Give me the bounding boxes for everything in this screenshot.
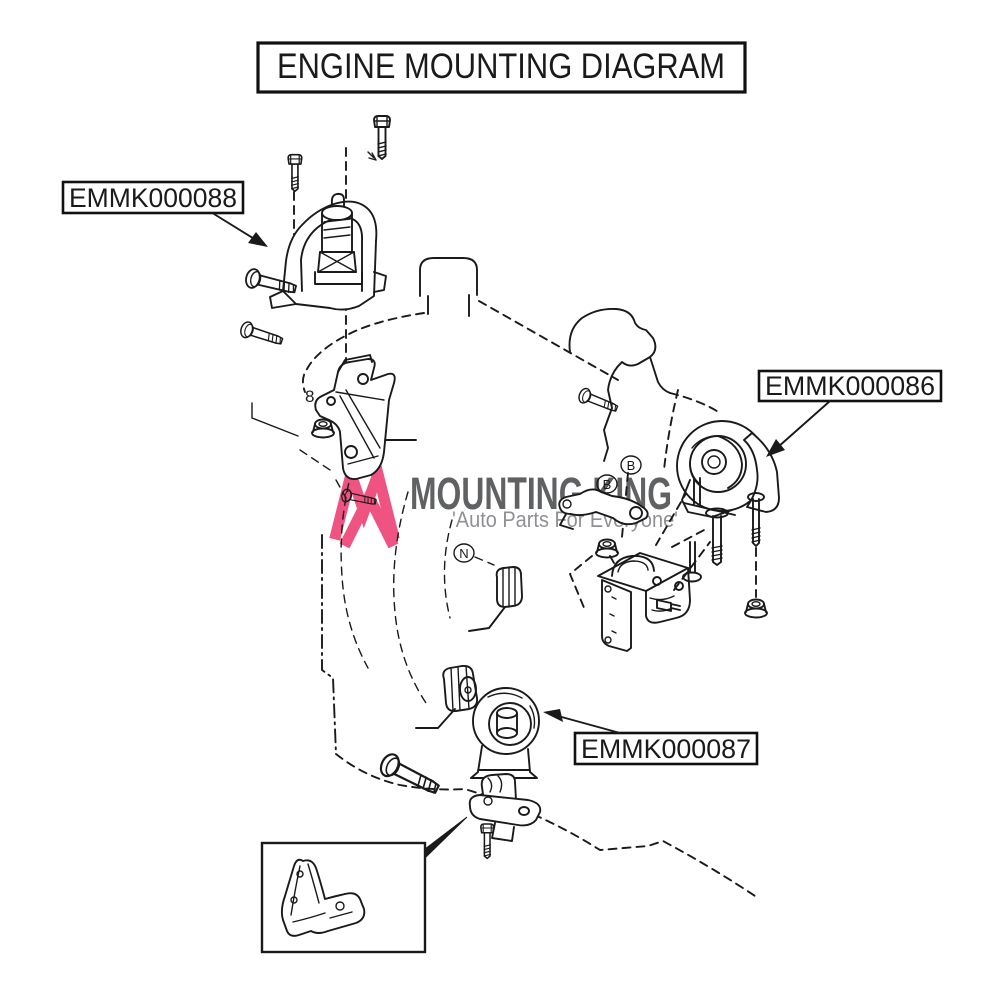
mount-lower bbox=[376, 664, 540, 818]
callout-B2: B bbox=[596, 474, 618, 494]
label-text: EMMK000088 bbox=[69, 183, 237, 213]
bolt-icon bbox=[576, 386, 621, 417]
arrowhead bbox=[248, 232, 268, 247]
mounting-king-logo-icon bbox=[329, 454, 400, 549]
bolt-icon bbox=[376, 750, 444, 801]
arrowhead bbox=[543, 709, 563, 722]
nut-icon bbox=[311, 418, 335, 439]
label-text: EMMK000086 bbox=[765, 371, 935, 401]
mount-front-right bbox=[243, 115, 391, 421]
stay-arm: B B N bbox=[453, 455, 649, 632]
label-text: EMMK000087 bbox=[581, 734, 751, 764]
page-title: ENGINE MOUNTING DIAGRAM bbox=[277, 47, 725, 86]
callout-B1: B bbox=[620, 455, 642, 475]
bolt-icon bbox=[373, 115, 391, 160]
bolt-icon bbox=[480, 823, 495, 860]
callout-N: N bbox=[453, 543, 495, 566]
center-bracket bbox=[569, 538, 691, 652]
callout-8: 8 bbox=[305, 387, 314, 406]
label-emmk000086: EMMK000086 bbox=[757, 369, 943, 457]
inset-box bbox=[260, 816, 468, 954]
arrowhead bbox=[766, 439, 785, 457]
label-emmk000088: EMMK000088 bbox=[61, 180, 268, 247]
bolt-icon bbox=[238, 319, 285, 350]
nut-icon bbox=[744, 598, 768, 619]
title-box: ENGINE MOUNTING DIAGRAM bbox=[256, 41, 747, 94]
svg-text:B: B bbox=[603, 477, 612, 492]
svg-text:N: N bbox=[459, 546, 468, 561]
nut-icon bbox=[595, 538, 619, 559]
svg-text:B: B bbox=[627, 458, 636, 473]
gusset-bracket: 8 bbox=[238, 319, 417, 499]
engine-outline bbox=[301, 257, 759, 899]
inset-bracket-part bbox=[280, 858, 366, 937]
label-emmk000087: EMMK000087 bbox=[543, 709, 759, 766]
bottom-bracket bbox=[339, 487, 542, 860]
bolt-icon bbox=[287, 153, 303, 193]
